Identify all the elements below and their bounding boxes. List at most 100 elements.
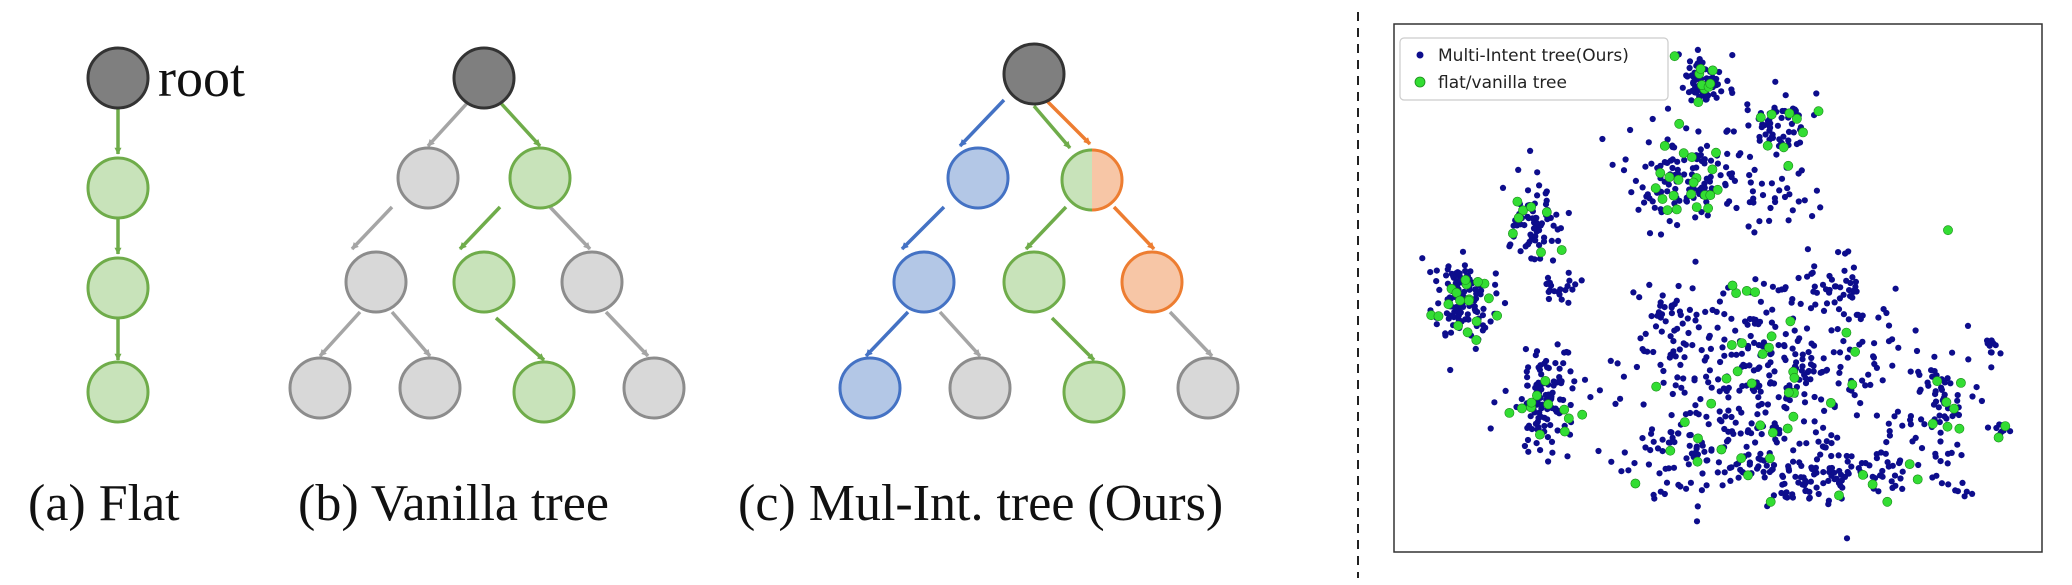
scatter-point-multi-intent	[1664, 136, 1671, 143]
scatter-point-multi-intent	[1801, 399, 1809, 406]
scatter-point-flat-vanilla	[1671, 204, 1682, 215]
scatter-point-multi-intent	[1781, 343, 1788, 350]
scatter-point-multi-intent	[1993, 424, 2000, 432]
scatter-point-multi-intent	[1703, 373, 1710, 380]
scatter-point-multi-intent	[1479, 312, 1486, 319]
scatter-point-multi-intent	[1569, 385, 1576, 392]
scatter-point-multi-intent	[1770, 492, 1777, 499]
scatter-point-multi-intent	[1544, 274, 1552, 281]
scatter-point-multi-intent	[1845, 470, 1852, 477]
scatter-point-multi-intent	[1684, 73, 1691, 80]
scatter-point-multi-intent	[1812, 301, 1819, 308]
scatter-point-multi-intent	[1786, 191, 1793, 198]
scatter-point-flat-vanilla	[1687, 152, 1697, 163]
scatter-point-multi-intent	[1506, 243, 1513, 250]
scatter-point-multi-intent	[1620, 167, 1628, 174]
scatter-point-multi-intent	[1992, 342, 1999, 349]
scatter-point-multi-intent	[1660, 379, 1667, 386]
scatter-point-multi-intent	[1671, 327, 1678, 334]
scatter-point-multi-intent	[1886, 428, 1893, 435]
scatter-point-multi-intent	[1664, 188, 1671, 195]
scatter-point-multi-intent	[1828, 452, 1835, 460]
scatter-point-multi-intent	[1738, 350, 1745, 357]
vanilla-node-l1-right	[508, 146, 572, 210]
scatter-point-multi-intent	[1781, 403, 1788, 411]
scatter-point-multi-intent	[1457, 309, 1464, 316]
scatter-point-multi-intent	[1528, 255, 1535, 262]
scatter-point-multi-intent	[1683, 455, 1690, 462]
vanilla-edge-l1left-l2a	[350, 205, 394, 251]
scatter-point-multi-intent	[1544, 416, 1551, 423]
scatter-point-multi-intent	[1815, 438, 1822, 445]
scatter-point-multi-intent	[1802, 479, 1809, 486]
scatter-point-multi-intent	[1745, 122, 1752, 129]
scatter-point-multi-intent	[1681, 354, 1688, 361]
scatter-point-multi-intent	[1721, 469, 1728, 476]
scatter-point-multi-intent	[1636, 294, 1643, 301]
scatter-point-multi-intent	[1831, 299, 1838, 306]
scatter-plot: Multi-Intent tree(Ours) flat/vanilla tre…	[1393, 23, 2043, 553]
scatter-point-multi-intent	[1945, 481, 1952, 488]
scatter-point-flat-vanilla	[1755, 112, 1766, 123]
scatter-point-multi-intent	[1733, 351, 1740, 358]
scatter-point-multi-intent	[1936, 412, 1943, 419]
scatter-point-multi-intent	[1524, 374, 1531, 381]
scatter-point-multi-intent	[1658, 328, 1665, 335]
scatter-point-multi-intent	[1813, 456, 1821, 463]
scatter-point-multi-intent	[1873, 455, 1880, 462]
scatter-point-flat-vanilla	[1662, 205, 1673, 215]
scatter-point-multi-intent	[1857, 400, 1864, 407]
scatter-point-multi-intent	[1807, 305, 1815, 312]
scatter-point-multi-intent	[1625, 467, 1632, 474]
scatter-point-multi-intent	[1706, 178, 1713, 185]
scatter-point-multi-intent	[1790, 458, 1797, 465]
scatter-point-multi-intent	[1772, 323, 1779, 330]
scatter-point-multi-intent	[1534, 169, 1541, 176]
scatter-point-multi-intent	[1849, 294, 1856, 301]
scatter-point-multi-intent	[1654, 312, 1661, 319]
scatter-point-multi-intent	[1889, 362, 1896, 369]
scatter-point-multi-intent	[1817, 204, 1824, 211]
scatter-point-multi-intent	[1612, 400, 1619, 407]
scatter-point-multi-intent	[1813, 484, 1820, 491]
scatter-point-multi-intent	[1775, 342, 1782, 349]
scatter-point-multi-intent	[1812, 464, 1819, 471]
scatter-point-multi-intent	[1790, 447, 1797, 454]
scatter-point-multi-intent	[1754, 365, 1761, 372]
scatter-point-multi-intent	[1687, 479, 1694, 486]
scatter-point-multi-intent	[1780, 133, 1787, 140]
scatter-point-multi-intent	[1834, 434, 1841, 441]
scatter-point-multi-intent	[1723, 164, 1730, 171]
scatter-point-multi-intent	[1818, 396, 1825, 403]
scatter-point-multi-intent	[1701, 448, 1708, 455]
scatter-point-multi-intent	[1892, 285, 1899, 292]
scatter-point-multi-intent	[1835, 452, 1842, 459]
flat-node-1	[86, 156, 150, 220]
scatter-point-flat-vanilla	[1736, 453, 1747, 464]
multi-node-l3-gray-a	[948, 356, 1012, 420]
scatter-point-multi-intent	[1757, 298, 1764, 305]
scatter-point-multi-intent	[1427, 269, 1434, 276]
scatter-point-multi-intent	[1828, 432, 1835, 439]
scatter-point-multi-intent	[1675, 430, 1682, 437]
scatter-point-flat-vanilla	[1443, 299, 1454, 310]
scatter-point-flat-vanilla	[1706, 398, 1717, 409]
scatter-point-flat-vanilla	[1732, 366, 1743, 377]
scatter-point-multi-intent	[1758, 180, 1765, 187]
scatter-point-multi-intent	[1789, 207, 1796, 214]
scatter-point-multi-intent	[1873, 364, 1880, 371]
scatter-point-multi-intent	[1930, 401, 1938, 408]
scatter-point-multi-intent	[1984, 424, 1992, 431]
scatter-point-multi-intent	[1845, 316, 1852, 323]
scatter-point-multi-intent	[1807, 361, 1815, 368]
flat-diagram: root (a) Flat	[28, 46, 245, 532]
scatter-point-multi-intent	[1701, 156, 1708, 163]
scatter-point-multi-intent	[1459, 248, 1467, 255]
scatter-point-multi-intent	[1782, 92, 1789, 99]
scatter-point-multi-intent	[1843, 277, 1850, 284]
scatter-point-multi-intent	[1952, 487, 1959, 494]
scatter-point-multi-intent	[1744, 101, 1751, 108]
scatter-point-flat-vanilla	[1630, 478, 1641, 489]
scatter-point-multi-intent	[1831, 283, 1839, 290]
scatter-point-multi-intent	[1935, 404, 1942, 411]
